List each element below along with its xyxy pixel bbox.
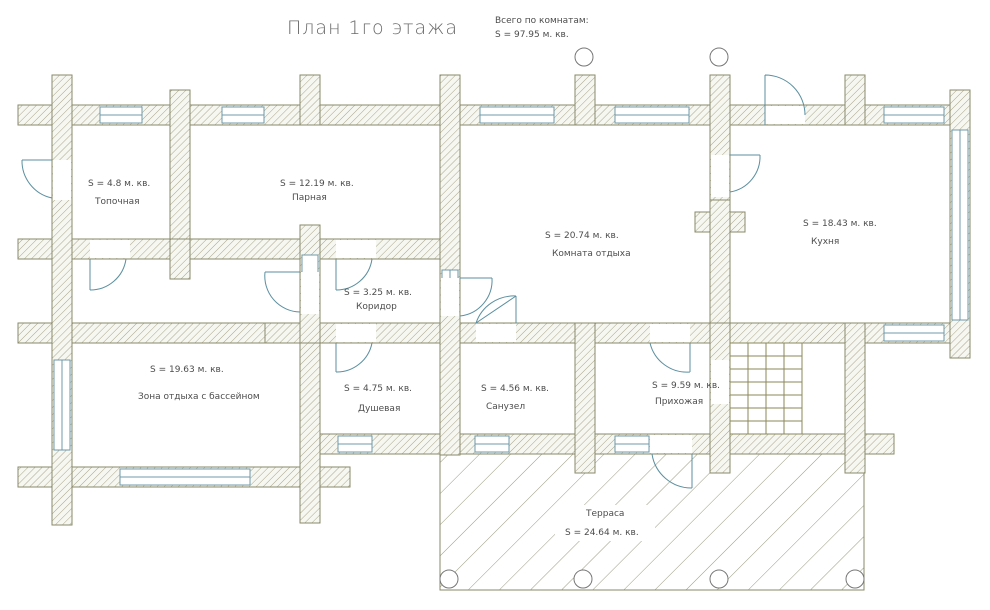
room-name-zona-otdyha: Зона отдыха с бассейном (138, 392, 260, 402)
windows (53, 106, 969, 486)
room-name-komnata-otdyha: Комната отдыха (552, 249, 631, 259)
terrace (439, 452, 865, 591)
room-area-terrasa: S = 24.64 м. кв. (565, 528, 639, 538)
total-label: Всего по комнатам: (495, 16, 589, 26)
room-name-topochnaya: Топочная (95, 197, 140, 207)
room-area-parnaya: S = 12.19 м. кв. (280, 179, 354, 189)
room-area-koridor: S = 3.25 м. кв. (344, 288, 412, 298)
room-name-koridor: Коридор (356, 302, 397, 312)
room-area-prihozhaya: S = 9.59 м. кв. (652, 381, 720, 391)
room-name-terrasa: Терраса (586, 509, 625, 519)
room-area-kuhnya: S = 18.43 м. кв. (803, 219, 877, 229)
room-name-prihozhaya: Прихожая (655, 397, 704, 407)
room-floors (71, 124, 951, 468)
room-name-kuhnya: Кухня (811, 237, 840, 247)
staircase (729, 342, 803, 435)
plan-title: План 1го этажа (287, 17, 459, 39)
total-value: S = 97.95 м. кв. (495, 30, 569, 40)
doors (21, 74, 806, 489)
room-area-komnata-otdyha: S = 20.74 м. кв. (545, 231, 619, 241)
room-area-dushevaya: S = 4.75 м. кв. (344, 384, 412, 394)
room-area-sanuzel: S = 4.56 м. кв. (481, 384, 549, 394)
terrace-label-bg (555, 505, 655, 541)
post-circle (574, 47, 594, 67)
room-area-zona-otdyha: S = 19.63 м. кв. (150, 365, 224, 375)
room-name-parnaya: Парная (292, 193, 327, 203)
door-gaps (53, 106, 805, 453)
room-name-dushevaya: Душевая (358, 404, 401, 414)
room-name-sanuzel: Санузел (486, 402, 526, 412)
post-circle (709, 47, 729, 67)
room-area-topochnaya: S = 4.8 м. кв. (88, 179, 151, 189)
